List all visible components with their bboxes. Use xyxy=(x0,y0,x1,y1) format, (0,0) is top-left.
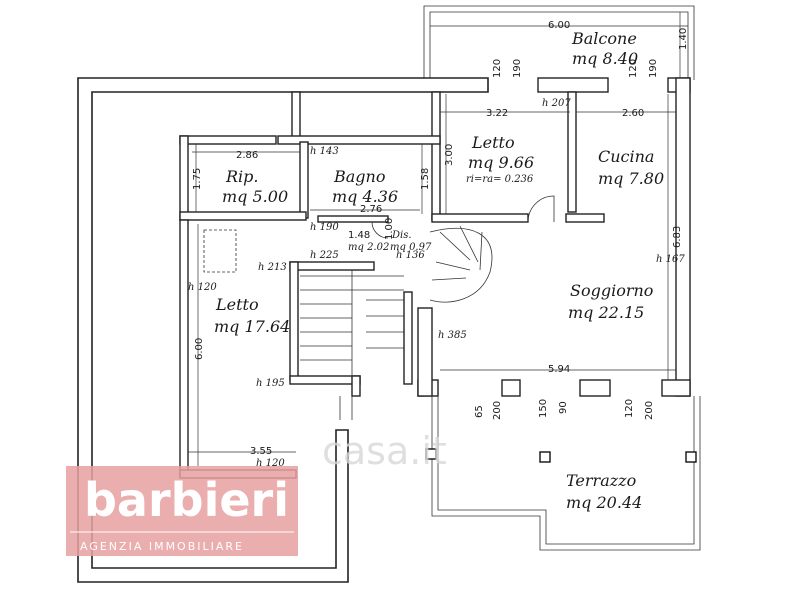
dimension-labels: 6.00 1.40 120 190 120 190 h 207 3.22 2.6… xyxy=(188,20,689,469)
dim-label: 1.00 xyxy=(384,218,395,240)
agency-logo: barbieri AGENZIA IMMOBILIARE xyxy=(66,466,298,556)
dim-label: 120 xyxy=(492,59,503,78)
dim-label: 2.76 xyxy=(360,204,382,215)
room-area: mq 20.44 xyxy=(566,493,642,512)
dim-label: h 207 xyxy=(542,98,571,109)
room-name: Letto xyxy=(215,295,259,314)
dim-label: h 385 xyxy=(438,330,467,341)
doors xyxy=(371,195,555,239)
terrazzo-outline xyxy=(424,395,701,551)
skylight xyxy=(203,229,237,273)
dim-label: h 167 xyxy=(656,254,685,265)
room-balcone: Balcone mq 8.40 xyxy=(571,29,638,68)
terrace-columns xyxy=(425,448,697,463)
room-name: Dis. xyxy=(391,230,412,241)
room-letto-small: Letto mq 9.66 ri=ra= 0.236 xyxy=(466,133,534,185)
room-name: Bagno xyxy=(333,167,385,186)
room-area: mq 0.97 xyxy=(390,242,432,253)
room-cucina: Cucina mq 7.80 xyxy=(598,147,664,188)
room-name: Soggiorno xyxy=(570,281,653,300)
dim-label: 200 xyxy=(644,401,655,420)
dim-label: h 120 xyxy=(256,458,285,469)
room-area: mq 5.00 xyxy=(222,187,288,206)
dim-label: 120 xyxy=(624,399,635,418)
staircase xyxy=(300,225,493,420)
room-bagno: Bagno mq 4.36 xyxy=(332,167,398,206)
dim-label: 200 xyxy=(492,401,503,420)
logo-text: barbieri xyxy=(84,473,289,527)
dim-label: 5.94 xyxy=(548,364,570,375)
dim-label: 6.00 xyxy=(194,338,205,360)
room-name: Terrazzo xyxy=(566,471,636,490)
dim-label: 1.48 xyxy=(348,230,370,241)
room-area: mq 9.66 xyxy=(468,153,534,172)
room-name: Cucina xyxy=(598,147,654,166)
room-dis: Dis. mq 0.97 mq 2.02 xyxy=(348,230,432,253)
dim-label: 3.22 xyxy=(486,108,508,119)
room-area: mq 4.36 xyxy=(332,187,398,206)
dimension-lines xyxy=(188,12,688,466)
logo-tagline: AGENZIA IMMOBILIARE xyxy=(80,540,244,553)
room-name: Letto xyxy=(471,133,515,152)
ratio-note: ri=ra= 0.236 xyxy=(466,174,534,185)
room-area: mq 7.80 xyxy=(598,169,664,188)
room-area: mq 8.40 xyxy=(572,49,638,68)
dim-label: h 136 xyxy=(396,250,425,261)
dim-label: 1.58 xyxy=(420,168,431,190)
room-rip: Rip. mq 5.00 xyxy=(222,167,288,206)
dim-label: h 225 xyxy=(310,250,339,261)
wc-area: mq 2.02 xyxy=(348,242,389,253)
dim-label: 3.00 xyxy=(444,144,455,166)
outer-walls xyxy=(77,77,691,583)
room-letto-big: Letto mq 17.64 xyxy=(214,295,290,336)
dim-label: 2.86 xyxy=(236,150,258,161)
room-soggiorno: Soggiorno mq 22.15 xyxy=(568,281,653,322)
room-terrazzo: Terrazzo mq 20.44 xyxy=(566,471,642,512)
dim-label: h 190 xyxy=(310,222,339,233)
dim-label: 6.83 xyxy=(672,226,683,248)
dim-label: 90 xyxy=(558,401,569,414)
room-name: Rip. xyxy=(225,167,259,186)
dim-label: 1.40 xyxy=(678,28,689,50)
dim-label: 150 xyxy=(538,399,549,418)
dim-label: h 143 xyxy=(310,146,339,157)
dim-label: h 195 xyxy=(256,378,285,389)
room-area: mq 22.15 xyxy=(568,303,644,322)
dim-label: 190 xyxy=(648,59,659,78)
dim-label: 65 xyxy=(474,405,485,418)
dim-label: h 120 xyxy=(188,282,217,293)
dim-label: 120 xyxy=(628,59,639,78)
dim-label: 3.55 xyxy=(250,446,272,457)
room-area: mq 17.64 xyxy=(214,317,290,336)
room-name: Balcone xyxy=(571,29,637,48)
dim-label: 2.60 xyxy=(622,108,644,119)
balcone-outline xyxy=(423,5,695,80)
dim-label: 6.00 xyxy=(548,20,570,31)
dim-label: 190 xyxy=(512,59,523,78)
watermark-text: casa.it xyxy=(322,429,447,473)
dim-label: 1.75 xyxy=(192,168,203,190)
dim-label: h 213 xyxy=(258,262,287,273)
